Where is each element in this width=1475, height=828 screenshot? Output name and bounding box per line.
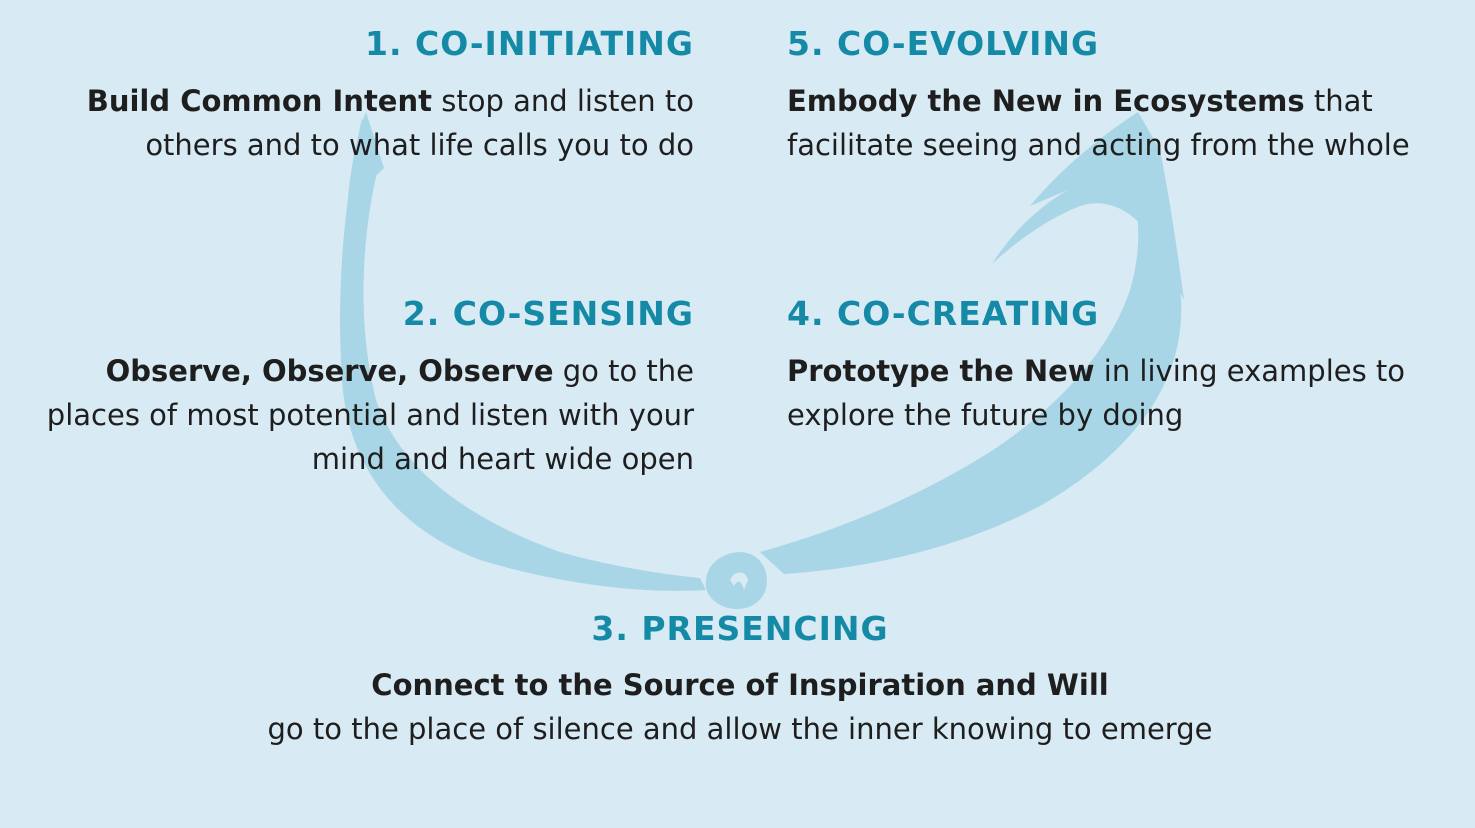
stage-co-sensing: 2. CO-SENSING Observe, Observe, Observe … xyxy=(20,297,694,481)
stage-detail: that facilitate seeing and acting from t… xyxy=(787,84,1410,162)
stage-description: Embody the New in Ecosystems that facili… xyxy=(787,79,1467,167)
stage-detail: go to the place of silence and allow the… xyxy=(267,712,1213,746)
stage-description: Observe, Observe, Observe go to the plac… xyxy=(20,349,694,481)
stage-description: Build Common Intent stop and listen to o… xyxy=(20,79,694,167)
right-arrow-head xyxy=(992,112,1184,300)
stage-key-phrase: Embody the New in Ecosystems xyxy=(787,84,1305,118)
stage-presencing: 3. PRESENCING Connect to the Source of I… xyxy=(90,612,1390,751)
stage-co-creating: 4. CO-CREATING Prototype the New in livi… xyxy=(787,297,1467,437)
stage-heading: 2. CO-SENSING xyxy=(402,294,694,333)
stage-detail: in living examples to explore the future… xyxy=(787,354,1406,432)
right-arrow-stroke xyxy=(760,176,1182,574)
swirl-highlight xyxy=(730,572,748,590)
stage-key-phrase: Prototype the New xyxy=(787,354,1095,388)
stage-key-phrase: Connect to the Source of Inspiration and… xyxy=(371,668,1109,702)
stage-description: Connect to the Source of Inspiration and… xyxy=(90,663,1390,751)
stage-detail: stop and listen to others and to what li… xyxy=(145,84,694,162)
stage-description: Prototype the New in living examples to … xyxy=(787,349,1467,437)
stage-heading: 4. CO-CREATING xyxy=(787,294,1100,333)
stage-co-evolving: 5. CO-EVOLVING Embody the New in Ecosyst… xyxy=(787,27,1467,167)
stage-key-phrase: Observe, Observe, Observe xyxy=(105,354,554,388)
stage-key-phrase: Build Common Intent xyxy=(86,84,432,118)
stage-heading: 1. CO-INITIATING xyxy=(364,24,694,63)
stage-co-initiating: 1. CO-INITIATING Build Common Intent sto… xyxy=(20,27,694,167)
stage-heading: 3. PRESENCING xyxy=(591,609,889,648)
stage-detail: go to the places of most potential and l… xyxy=(46,354,694,476)
left-arrow-head xyxy=(348,112,384,196)
stage-heading: 5. CO-EVOLVING xyxy=(787,24,1100,63)
